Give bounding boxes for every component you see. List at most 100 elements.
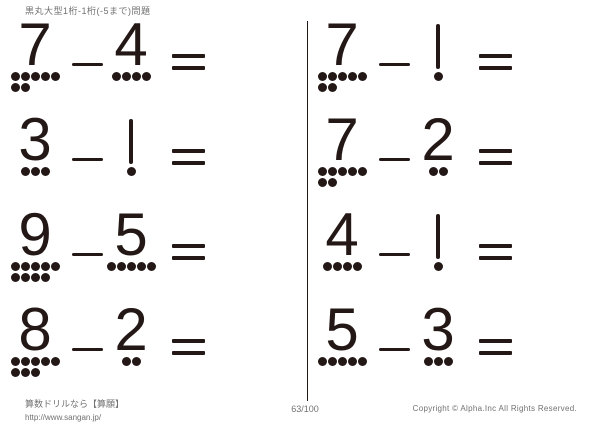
subtrahend-digit: 3 [421, 296, 455, 363]
counting-dot [131, 72, 141, 81]
counting-dot [322, 262, 332, 271]
counting-dot [327, 178, 337, 187]
counting-dot [30, 72, 40, 81]
answer-space [205, 306, 265, 366]
counting-dot [121, 357, 131, 366]
minuend-dots [20, 167, 50, 178]
answer-space [512, 211, 572, 271]
footer-site-info: 算数ドリルなら【算願】 http://www.sangan.jp/ [25, 398, 124, 424]
dot-row [322, 262, 362, 271]
minuend: 7 [314, 106, 370, 189]
counting-dot [20, 167, 30, 176]
subtrahend-dots [433, 72, 443, 83]
equals-top-bar [479, 149, 512, 153]
minus-sign [72, 63, 103, 66]
column-divider-line [307, 21, 308, 401]
counting-dot [317, 72, 327, 81]
subtrahend [410, 21, 466, 83]
equals-sign [479, 54, 512, 70]
counting-dot [30, 357, 40, 366]
answer-space [205, 116, 265, 176]
equals-sign [172, 149, 205, 165]
dot-row [317, 357, 367, 366]
equals-top-bar [172, 339, 205, 343]
minus-sign [72, 348, 103, 351]
counting-dot [327, 167, 337, 176]
digit-one-bar [129, 119, 133, 164]
minuend-digit: 5 [325, 296, 359, 363]
minuend-digit: 7 [18, 11, 52, 78]
subtrahend: 2 [103, 300, 159, 368]
answer-space [512, 21, 572, 81]
minus-sign [72, 158, 103, 161]
dot-row [317, 167, 367, 176]
subtrahend-digit [103, 116, 159, 164]
subtrahend: 5 [103, 205, 159, 273]
dot-row [10, 357, 60, 366]
minuend-digit: 3 [18, 106, 52, 173]
counting-dot [337, 72, 347, 81]
counting-dot [50, 262, 60, 271]
counting-dot [10, 262, 20, 271]
counting-dot [40, 357, 50, 366]
minuend-digit: 4 [325, 201, 359, 268]
counting-dot [10, 357, 20, 366]
dot-row [111, 72, 151, 81]
subtrahend-dots [106, 262, 156, 273]
counting-dot [30, 262, 40, 271]
minuend-digit: 8 [18, 296, 52, 363]
equals-sign [479, 244, 512, 260]
equals-bottom-bar [479, 66, 512, 70]
digit-one-bar [436, 24, 440, 69]
minuend: 4 [314, 201, 370, 273]
counting-dot [136, 262, 146, 271]
equals-bottom-bar [172, 66, 205, 70]
subtrahend: 4 [103, 15, 159, 83]
equals-bottom-bar [479, 256, 512, 260]
equals-bottom-bar [479, 351, 512, 355]
counting-dot [30, 273, 40, 282]
page-number: 63/100 [291, 404, 319, 414]
counting-dot [438, 167, 448, 176]
subtrahend-dots [111, 72, 151, 83]
footer-site-url: http://www.sangan.jp/ [25, 413, 102, 422]
counting-dot [40, 273, 50, 282]
dot-row [10, 72, 60, 81]
dot-row [20, 167, 50, 176]
equals-sign [479, 339, 512, 355]
minuend-dots [317, 357, 367, 368]
counting-dot [327, 83, 337, 92]
counting-dot [10, 72, 20, 81]
equals-top-bar [479, 244, 512, 248]
counting-dot [106, 262, 116, 271]
counting-dot [428, 167, 438, 176]
dot-row [106, 262, 156, 271]
minuend-digit: 7 [325, 106, 359, 173]
counting-dot [317, 167, 327, 176]
counting-dot [20, 262, 30, 271]
counting-dot [433, 72, 443, 81]
counting-dot [111, 72, 121, 81]
counting-dot [50, 357, 60, 366]
dot-row [428, 167, 448, 176]
dot-row [126, 167, 136, 176]
subtrahend [410, 211, 466, 273]
counting-dot [10, 273, 20, 282]
counting-dot [443, 357, 453, 366]
equals-sign [172, 244, 205, 260]
counting-dot [40, 167, 50, 176]
counting-dot [10, 83, 20, 92]
counting-dot [121, 72, 131, 81]
subtraction-problem: 4 [307, 201, 600, 306]
subtrahend-dots [423, 357, 453, 368]
minuend-dots [322, 262, 362, 273]
dot-row [317, 178, 337, 187]
minuend: 7 [7, 11, 63, 94]
counting-dot [337, 167, 347, 176]
minuend-dots [10, 357, 60, 379]
subtrahend-dots [433, 262, 443, 273]
equals-top-bar [479, 339, 512, 343]
equals-top-bar [479, 54, 512, 58]
